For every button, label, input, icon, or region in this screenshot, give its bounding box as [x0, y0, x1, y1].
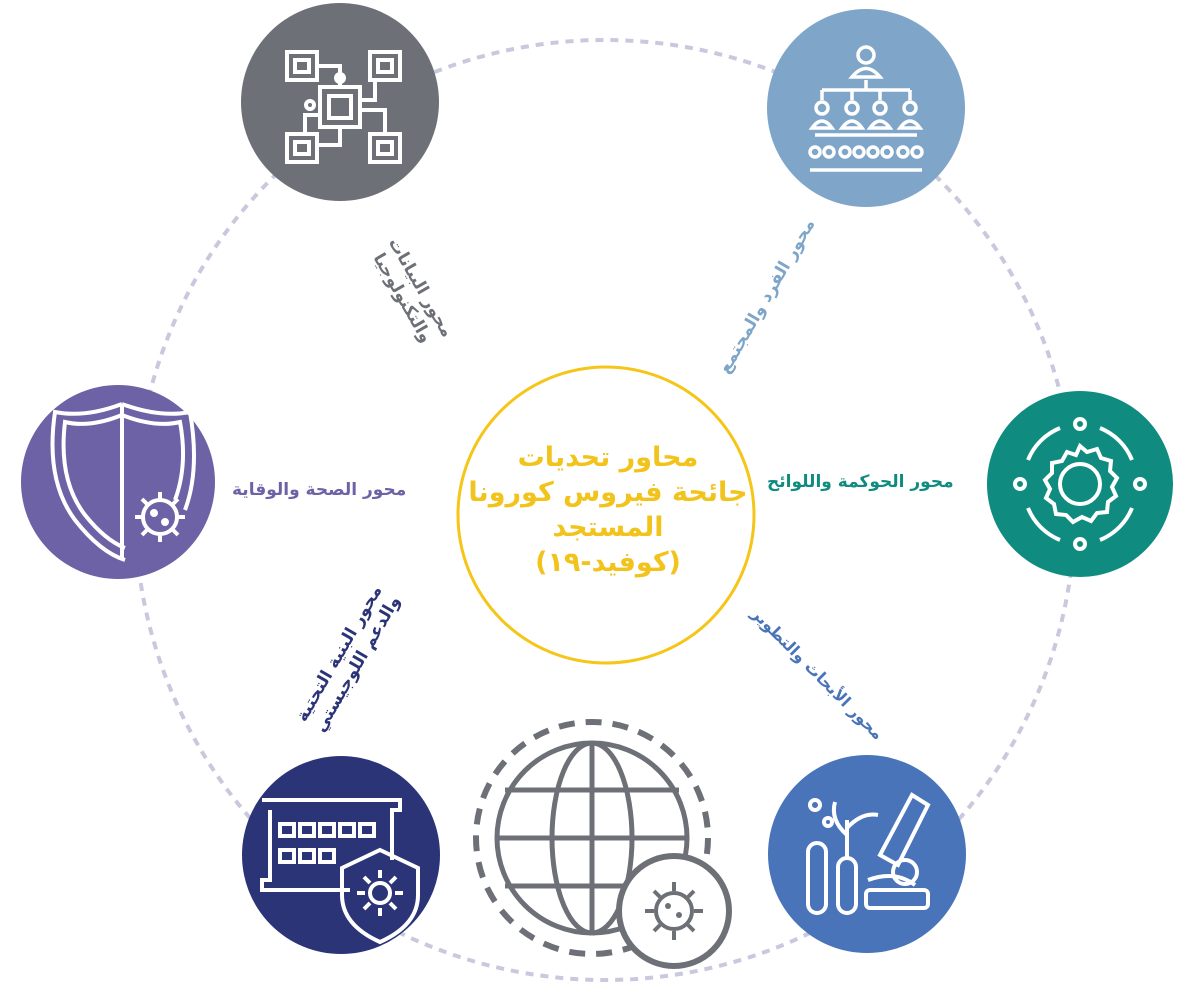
- building-virus-shield-icon: [260, 798, 420, 945]
- infrastructure-node: [242, 756, 440, 954]
- globe-virus-icon: [473, 719, 732, 969]
- circuit-chip-icon: [285, 50, 402, 164]
- data-node: [241, 3, 439, 201]
- microscope-lab-icon: [806, 792, 931, 915]
- governance-label: محور الحوكمة واللوائح: [767, 472, 954, 492]
- center-title-line3: المستجد: [552, 512, 664, 544]
- governance-node: [987, 391, 1173, 577]
- health-label: محور الصحة والوقاية: [232, 480, 407, 500]
- center-title-line4: (كوفيد-١٩): [535, 547, 681, 579]
- research-node: [768, 755, 966, 953]
- center-title-line1: محاور تحديات: [517, 442, 699, 473]
- shield-virus-icon: [50, 402, 196, 562]
- center-title-line2: جائحة فيروس كورونا: [468, 477, 748, 509]
- hierarchy-people-icon: [808, 45, 924, 172]
- center-title: محاور تحديات جائحة فيروس كورونا المستجد …: [458, 440, 758, 580]
- individual-node: [767, 9, 965, 207]
- gear-cycle-icon: [1013, 417, 1147, 551]
- center-ring: [456, 365, 756, 665]
- health-node: [21, 385, 215, 579]
